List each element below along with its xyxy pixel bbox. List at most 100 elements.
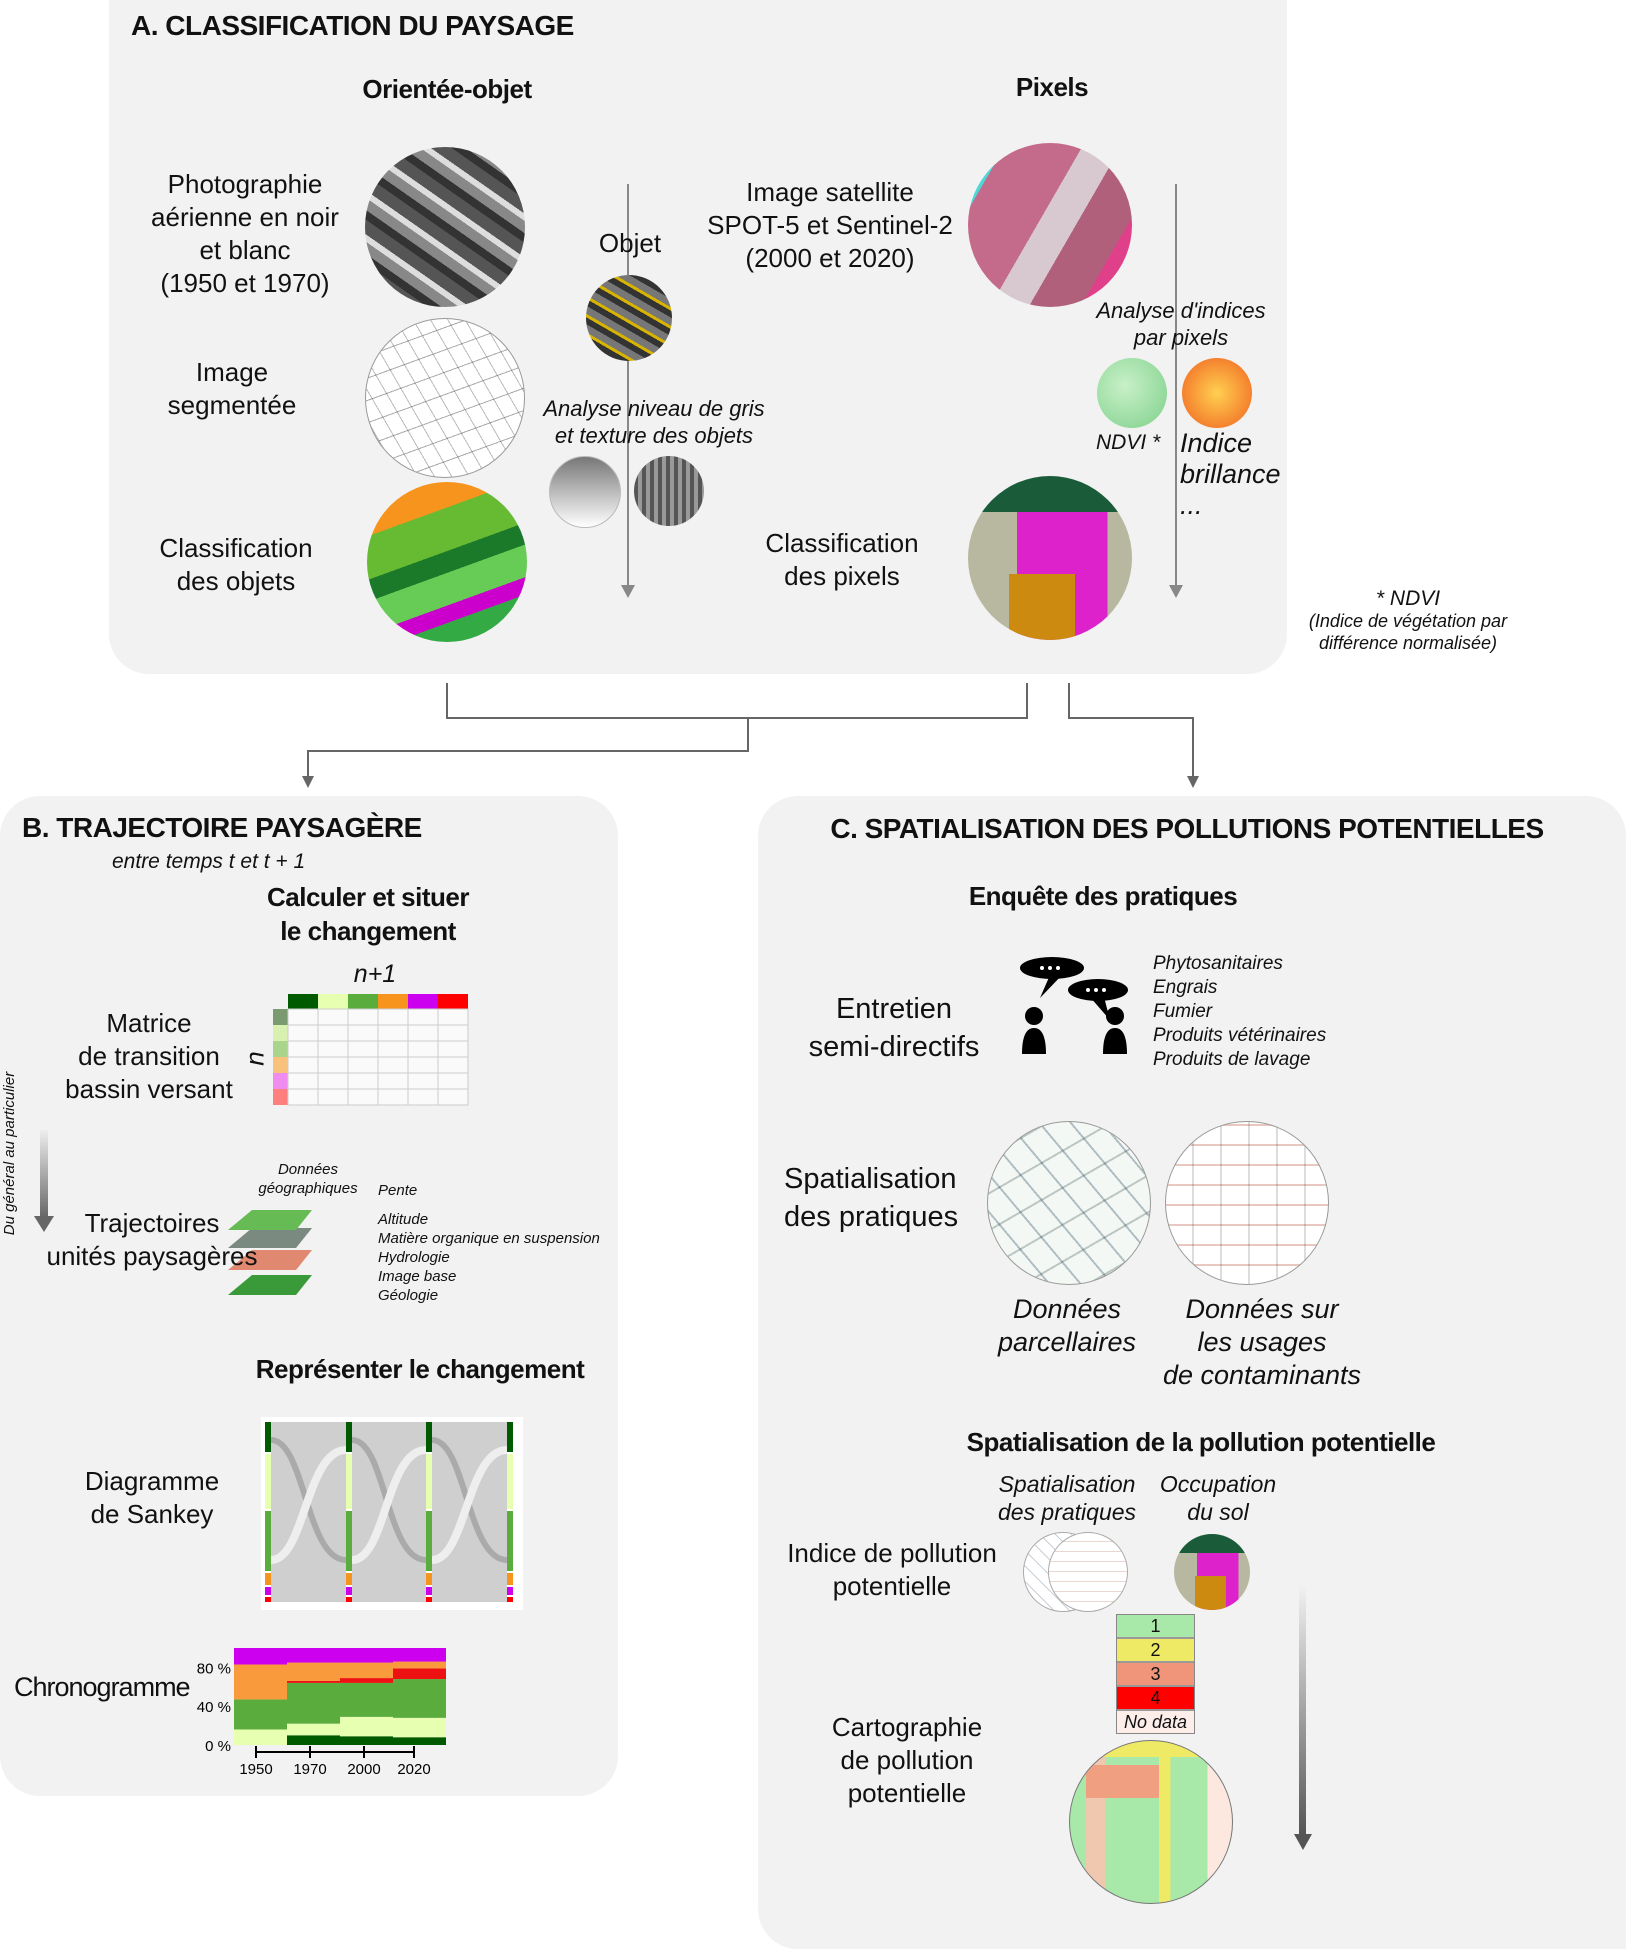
legend-item: 4	[1117, 1685, 1194, 1709]
text-line: potentielle	[832, 1571, 952, 1601]
text-line: différence normalisée)	[1318, 633, 1498, 653]
parcel-data-label: Données parcellaires	[998, 1293, 1136, 1359]
text-line: Spatialisation	[784, 1163, 957, 1195]
sankey-node	[507, 1422, 513, 1452]
ndvi-image	[1097, 358, 1167, 428]
aerial-photo-label: Photographie aérienne en noir et blanc (…	[151, 168, 339, 300]
text-line: bassin versant	[65, 1074, 233, 1104]
practice-item: Engrais	[1153, 977, 1218, 998]
text-line: et blanc	[199, 235, 291, 265]
pollution-map-image	[1069, 1740, 1233, 1904]
panel-b-title: B. TRAJECTOIRE PAYSAGÈRE	[22, 812, 422, 843]
object-flow-arrow	[302, 184, 1199, 788]
chronogram-bar-segment	[234, 1729, 287, 1745]
text-line: Photographie	[167, 169, 323, 199]
practice-item: Produits vétérinaires	[1153, 1025, 1327, 1046]
sankey-node	[426, 1573, 432, 1585]
spat-practices-sublabel: Spatialisation des pratiques	[998, 1470, 1136, 1526]
brightness-image	[1182, 358, 1252, 428]
text-line: Données	[277, 1161, 339, 1178]
transition-matrix-label: Matrice de transition bassin versant	[65, 1007, 233, 1106]
grey-level-image	[549, 456, 621, 528]
text-line: Données	[1012, 1294, 1122, 1324]
survey-title: Enquête des pratiques	[968, 881, 1238, 911]
arrow-head	[1169, 585, 1183, 598]
practice-item: Produits de lavage	[1153, 1049, 1311, 1070]
satellite-image-label: Image satellite SPOT-5 et Sentinel-2 (20…	[707, 176, 953, 275]
layer-label: Image base	[378, 1268, 457, 1285]
practices-list: Phytosanitaires Engrais Fumier Produits …	[1153, 952, 1326, 1072]
sankey-node	[346, 1422, 352, 1452]
layer-image-base	[228, 1250, 312, 1270]
text-line: Classification	[765, 528, 919, 558]
land-cover-sublabel: Occupation du sol	[1160, 1470, 1276, 1526]
layer-label: Matière organique en suspension	[378, 1230, 600, 1247]
x-tick-label: 1970	[293, 1761, 326, 1778]
sankey-node	[507, 1511, 513, 1571]
text-line: de contaminants	[1162, 1360, 1362, 1390]
practice-item: Fumier	[1153, 1001, 1213, 1022]
text-line: ...	[1180, 490, 1203, 520]
text-line: potentielle	[847, 1778, 967, 1808]
pollution-flow-arrowhead	[1294, 1834, 1312, 1850]
brightness-index-label: Indice brillance ...	[1180, 428, 1281, 521]
interview-people-icon	[1020, 957, 1128, 1054]
chronogram-bar-segment	[287, 1735, 340, 1745]
satellite-image	[968, 143, 1132, 307]
orange-patch	[1195, 1575, 1226, 1610]
orange-patch	[1086, 1765, 1160, 1798]
chronogram-bar-segment	[234, 1648, 287, 1665]
chronogram-bar-segment	[340, 1682, 393, 1717]
sankey-flow-line	[270, 1446, 347, 1564]
pixel-indices-label: Analyse d'indices par pixels	[1096, 297, 1265, 351]
chronogram-bar-segment	[340, 1736, 393, 1745]
chronogram-bar-segment	[287, 1680, 340, 1683]
text-line: unités paysagères	[46, 1241, 258, 1271]
text-line: de transition	[78, 1041, 220, 1071]
object-image	[586, 275, 672, 361]
sankey-diagram	[261, 1417, 523, 1610]
interviews-label: Entretien semi-directifs	[809, 990, 980, 1066]
panel-landscape-trajectory	[0, 796, 618, 1796]
contaminant-usage-image	[1165, 1121, 1329, 1285]
parcel-data-image	[987, 1121, 1151, 1285]
text-line: les usages	[1197, 1327, 1327, 1357]
layer-altitude	[228, 1210, 312, 1230]
general-to-particular-arrowhead	[34, 1216, 54, 1232]
text-line: le changement	[280, 916, 456, 946]
panel-c-title: C. SPATIALISATION DES POLLUTIONS POTENTI…	[830, 813, 1544, 844]
sankey-node	[426, 1422, 432, 1452]
sankey-node	[265, 1422, 271, 1452]
text-line: (Indice de végétation par	[1308, 611, 1508, 631]
chronogram-bar-segment	[287, 1682, 340, 1724]
text-line: des objets	[176, 566, 296, 596]
layer-label: Géologie	[378, 1287, 439, 1304]
sankey-node	[265, 1454, 271, 1509]
text-line: Classification	[159, 533, 313, 563]
sankey-node	[346, 1587, 352, 1595]
chronogram-bar-segment	[393, 1717, 446, 1738]
matrix-header-cell	[408, 994, 438, 1009]
x-tick-label: 1950	[239, 1761, 272, 1778]
sankey-node	[426, 1454, 432, 1509]
object-classification-label: Classification des objets	[159, 532, 312, 598]
chronogram-bar-segment	[393, 1679, 446, 1718]
text-line: Analyse niveau de gris	[543, 396, 765, 421]
text-line: Image satellite	[746, 177, 914, 207]
pollution-spatialisation-title: Spatialisation de la pollution potentiel…	[966, 1427, 1436, 1457]
text-line: Diagramme	[84, 1466, 220, 1496]
matrix-row-header-cell	[273, 1025, 288, 1041]
layer-geology	[228, 1275, 312, 1295]
sankey-node	[265, 1573, 271, 1585]
text-line: des pratiques	[997, 1499, 1137, 1525]
text-line: Occupation	[1159, 1471, 1277, 1497]
sankey-node	[507, 1587, 513, 1595]
pixel-classification-image	[968, 476, 1132, 640]
text-line: Données sur	[1185, 1294, 1339, 1324]
practices-spatialisation-label: Spatialisation des pratiques	[784, 1160, 958, 1236]
segmented-image	[365, 318, 525, 478]
matrix-header-cell	[438, 994, 468, 1009]
usage-small-image	[1048, 1532, 1128, 1612]
